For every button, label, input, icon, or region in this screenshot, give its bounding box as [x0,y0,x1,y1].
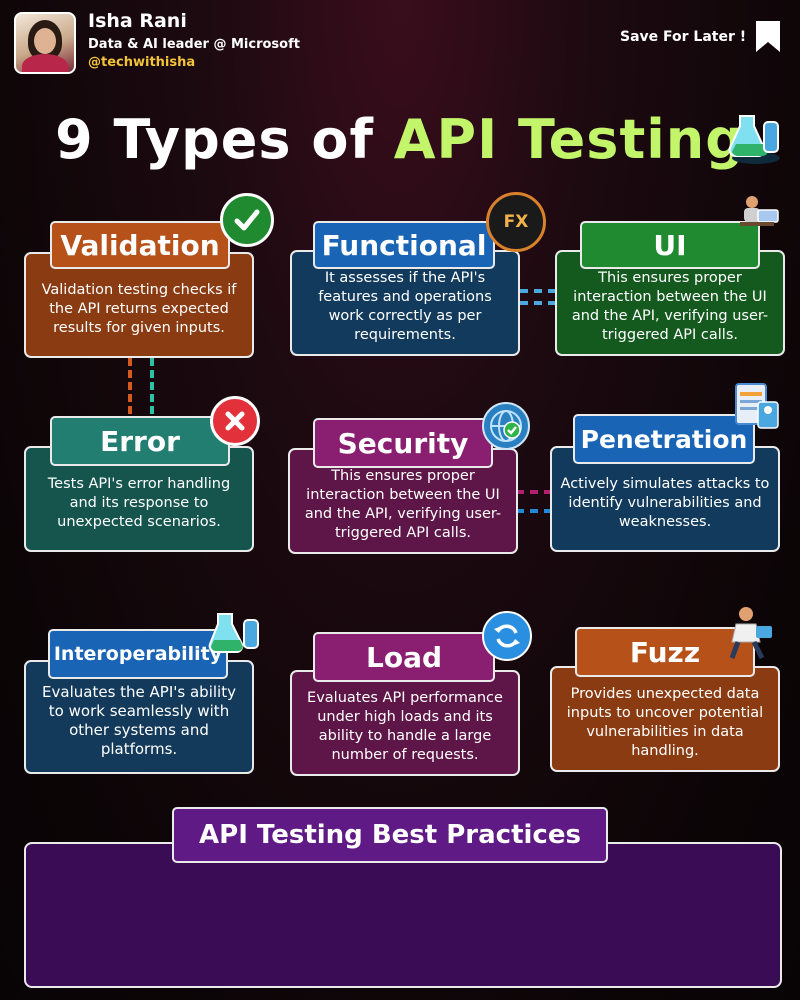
ui-desc: This ensures proper interaction between … [571,270,769,343]
validation-tag[interactable]: Validation [50,221,230,269]
person-laptop-icon [740,196,779,226]
connector-line [150,358,154,414]
fx-label: FX [503,212,529,232]
connector-line [520,301,556,305]
load-title: Load [365,640,442,674]
person-icon [729,607,772,660]
refresh-icon [482,611,532,661]
interoperability-card: Evaluates the API's ability to work seam… [24,660,254,774]
validation-desc: Validation testing checks if the API ret… [41,281,237,336]
error-desc: Tests API's error handling and its respo… [47,475,231,530]
fuzz-card: Provides unexpected data inputs to uncov… [550,666,780,772]
functional-tag[interactable]: Functional [313,221,495,269]
validation-title: Validation [60,228,220,262]
fx-icon: FX [486,192,546,252]
ui-title: UI [653,228,687,262]
connector-line [128,358,132,414]
penetration-tag[interactable]: Penetration [573,414,755,464]
best-practices-title: API Testing Best Practices [199,820,581,850]
fuzz-title: Fuzz [629,635,701,669]
flask-icon [208,613,259,653]
cross-icon [210,396,260,446]
flask-icon [728,115,780,164]
connector-line [516,490,552,494]
load-card: Evaluates API performance under high loa… [290,670,520,776]
globe-check-icon [482,402,530,450]
author-name: Isha Rani [88,10,187,32]
security-title: Security [337,426,469,460]
interoperability-desc: Evaluates the API's ability to work seam… [42,683,236,758]
validation-card: Validation testing checks if the API ret… [24,252,254,358]
page-title: 9 Types of API Testing [0,108,800,171]
load-tag[interactable]: Load [313,632,495,682]
connector-line [520,289,556,293]
author-handle[interactable]: @techwithisha [88,55,196,70]
author-role: Data & AI leader @ Microsoft [88,37,300,52]
fuzz-desc: Provides unexpected data inputs to uncov… [566,686,764,759]
best-practices-panel [24,842,782,988]
functional-desc: It assesses if the API's features and op… [318,270,492,343]
save-for-later-label[interactable]: Save For Later ! [620,29,747,45]
best-practices-tag[interactable]: API Testing Best Practices [172,807,608,863]
functional-title: Functional [321,228,487,262]
title-part-1: 9 Types of [55,108,394,171]
connector-line [516,509,552,513]
error-tag[interactable]: Error [50,416,230,466]
bookmark-icon[interactable] [755,20,781,53]
interoperability-tag[interactable]: Interoperability [48,629,228,679]
penetration-desc: Actively simulates attacks to identify v… [560,475,770,530]
ui-tag[interactable]: UI [580,221,760,269]
interoperability-title: Interoperability [53,643,223,665]
fuzz-tag[interactable]: Fuzz [575,627,755,677]
clipboard-icon [735,383,779,429]
title-part-2: API Testing [393,108,745,171]
load-desc: Evaluates API performance under high loa… [307,690,503,763]
error-title: Error [100,424,180,458]
avatar [14,12,76,74]
penetration-title: Penetration [580,424,748,454]
security-desc: This ensures proper interaction between … [304,468,502,541]
security-tag[interactable]: Security [313,418,493,468]
check-icon [220,193,274,247]
